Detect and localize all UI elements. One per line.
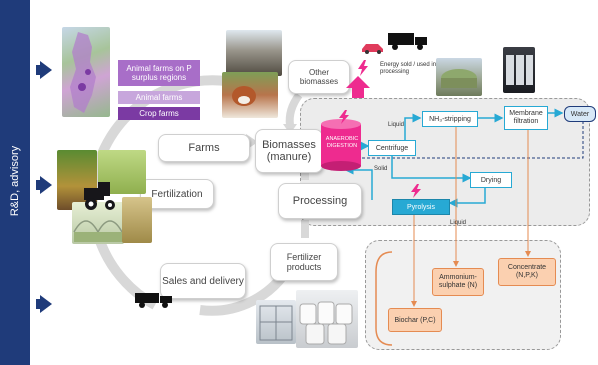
fertilization-box: Fertilization <box>140 179 214 209</box>
wheat-image <box>122 197 152 243</box>
lightning-icon <box>411 184 421 198</box>
manure-pile-image <box>226 30 282 76</box>
concentrate-box: Concentrate (N,P,K) <box>498 258 556 286</box>
farms-box: Farms <box>158 134 250 162</box>
cycle-arc-left <box>87 75 273 310</box>
products-bracket <box>375 251 393 346</box>
up-arrow-icon <box>346 76 370 98</box>
arrow-right-icon <box>40 61 52 79</box>
lightning-icon <box>339 110 349 124</box>
drying-box: Drying <box>470 172 512 188</box>
energy-label: Energy sold / used in processing <box>380 62 437 75</box>
processing-box: Processing <box>278 183 362 219</box>
biogas-plant-image <box>436 58 482 96</box>
pyrolysis-to-digestion-line <box>344 165 373 200</box>
membrane-filtration-box: Membrane filtration <box>504 106 548 130</box>
biochar-box: Biochar (P,C) <box>388 308 442 332</box>
legend-surplus: Animal farms on P surplus regions <box>118 60 200 86</box>
biomasses-box: Biomasses (manure) <box>255 129 323 173</box>
legend-crop: Crop farms <box>118 107 200 120</box>
arrow-right-icon <box>40 176 52 194</box>
finland-map-image <box>62 27 110 117</box>
cow-image <box>222 72 278 118</box>
other-biomass-arrow <box>285 92 303 126</box>
ammonium-sulphate-box: Ammonium-sulphate (N) <box>432 268 484 296</box>
nh3-stripping-box: NH₃-stripping <box>422 111 478 127</box>
arrow-stem-middle <box>36 180 40 190</box>
other-biomasses-box: Other biomasses <box>288 60 350 94</box>
greenhouse-image <box>72 202 124 244</box>
arrow-right-icon <box>40 295 52 313</box>
solid-label: Solid <box>374 166 388 172</box>
fertilizer-products-box: Fertilizer products <box>270 243 338 281</box>
liquid-top-label: Liquid <box>388 122 405 128</box>
sales-delivery-box: Sales and delivery <box>160 263 246 299</box>
bigbags-image <box>296 290 358 348</box>
pyrolysis-box: Pyrolysis <box>392 199 450 215</box>
car-icon <box>362 44 383 54</box>
centrifuge-to-drying-line <box>391 156 472 183</box>
digestion-label: ANAEROBIC DIGESTION <box>325 136 359 149</box>
tractor-icon <box>84 182 115 210</box>
tanks-image <box>503 47 535 93</box>
truck-icon <box>388 33 427 50</box>
truck-icon <box>135 293 172 308</box>
digestion-tank <box>321 119 361 171</box>
centrifuge-box: Centrifuge <box>368 140 416 156</box>
liquid-bottom-label: Liquid <box>450 220 467 226</box>
arrow-stem-top <box>36 65 40 75</box>
water-box: Water <box>564 106 596 122</box>
drying-to-pyrolysis-line <box>448 188 486 208</box>
legend-animal: Animal farms <box>118 91 200 104</box>
arrow-stem-bottom <box>36 299 40 309</box>
ibc-container-image <box>256 300 296 344</box>
lightning-icon <box>358 60 368 76</box>
sidebar: R&D, advisory <box>0 0 30 365</box>
